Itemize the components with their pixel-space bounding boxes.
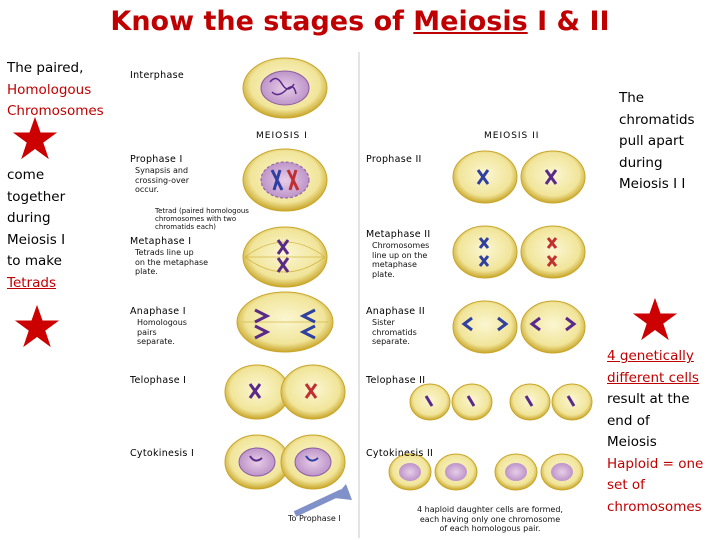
title-suffix: I & II [527,6,610,37]
note-line: on the metaphase [135,257,209,267]
interphase-cell [242,57,328,119]
note-line: separate. [137,337,175,346]
prophase1-cell [242,148,328,212]
anaphase1-note: Homologous pairs separate. [137,318,187,347]
right-line: chromosomes [607,498,702,515]
header-meiosis2: MEIOSIS II [484,131,540,141]
right-line: different cells [607,369,699,386]
label-metaphase1: Metaphase I [130,236,192,247]
right-line: Meiosis [607,434,657,450]
prophase1-note: Synapsis and crossing-over occur. [135,166,189,195]
label-anaphase2: Anaphase II [366,306,425,317]
note-line: Synapsis and [135,166,189,175]
header-meiosis1: MEIOSIS I [256,131,308,141]
note-line: plate. [135,267,158,276]
note-line: metaphase [372,260,417,269]
right-line: The [619,90,645,106]
right-text-top: The chromatids pull apart during Meiosis… [619,88,695,196]
label-telophase1: Telophase I [130,375,187,386]
title-highlight: Meiosis [413,6,528,37]
right-line: set of [607,477,645,493]
right-line: Meiosis I I [619,176,686,192]
right-line: during [619,154,663,171]
label-metaphase2: Metaphase II [366,229,431,240]
note-line: crossing-over [135,175,189,185]
label-to-prophase: To Prophase I [288,514,341,523]
title-prefix: Know the stages of [110,6,414,37]
note-line: plate. [372,269,395,279]
metaphase1-note: Tetrads line up on the metaphase plate. [135,248,208,277]
left-line: Chromosomes [7,103,104,119]
telophase2-cells [409,383,593,421]
right-line: end of [607,412,650,429]
note-line: line up on the [372,250,428,260]
label-prophase2: Prophase II [366,154,422,165]
label-anaphase1: Anaphase I [130,306,186,317]
left-line: during [7,210,51,226]
anaphase1-cell [236,291,334,353]
prophase2-cells [452,150,586,204]
cytokinesis2-cells [388,453,584,491]
right-line: result at the [607,391,690,407]
right-line: pull apart [619,133,684,149]
left-line: Meiosis I [7,231,66,248]
page-title: Know the stages of Meiosis I & II [0,6,720,37]
left-line: to make [7,253,62,269]
label-prophase1: Prophase I [130,154,183,165]
anaphase2-note: Sister chromatids separate. [372,318,417,347]
telophase1-cells [224,364,346,420]
left-line: Tetrads [7,274,56,291]
star-icon [12,116,58,160]
star-icon [14,304,60,348]
label-cytokinesis1: Cytokinesis I [130,448,195,459]
note-line: 4 haploid daughter cells are formed, [417,505,563,514]
star-icon [632,297,678,341]
right-line: Haploid = one [607,455,704,472]
note-line: Tetrad (paired homologous [155,207,249,215]
meiosis-diagram [224,52,593,538]
note-line: Tetrads line up [135,248,194,257]
to-prophase-arrow [293,484,352,517]
label-telophase2: Telophase II [366,375,426,386]
note-line: chromatids [372,327,417,337]
metaphase2-note: Chromosomes line up on the metaphase pla… [372,241,429,279]
label-cytokinesis2: Cytokinesis II [366,448,434,459]
note-line: Sister [372,318,395,327]
note-line: of each homologous pair. [439,524,541,533]
right-line: 4 genetically [607,348,694,364]
note-line: occur. [135,185,159,194]
left-line: Homologous [7,81,92,98]
note-line: chromosomes with two [155,215,237,223]
final-note: 4 haploid daughter cells are formed, eac… [392,505,588,534]
note-line: chromatids each) [155,223,217,231]
cytokinesis1-cells [224,434,346,490]
left-line: come [7,167,45,183]
note-line: pairs [137,327,157,337]
right-line: chromatids [619,111,695,128]
left-line: together [7,188,66,205]
anaphase2-cells [452,300,586,354]
note-line: Homologous [137,318,187,327]
left-line: The paired, [7,60,84,76]
tetrad-note: Tetrad (paired homologous chromosomes wi… [155,207,249,231]
metaphase2-cells [452,225,586,279]
metaphase1-cell [242,226,328,288]
note-line: separate. [372,337,410,346]
note-line: Chromosomes [372,241,430,250]
label-interphase: Interphase [130,70,184,81]
right-text-bottom: 4 genetically different cells result at … [607,346,703,518]
left-text-top: The paired, Homologous Chromosomes [7,58,104,123]
note-line: each having only one chromosome [419,514,561,524]
left-text-bottom: come together during Meiosis I to make T… [7,165,65,294]
